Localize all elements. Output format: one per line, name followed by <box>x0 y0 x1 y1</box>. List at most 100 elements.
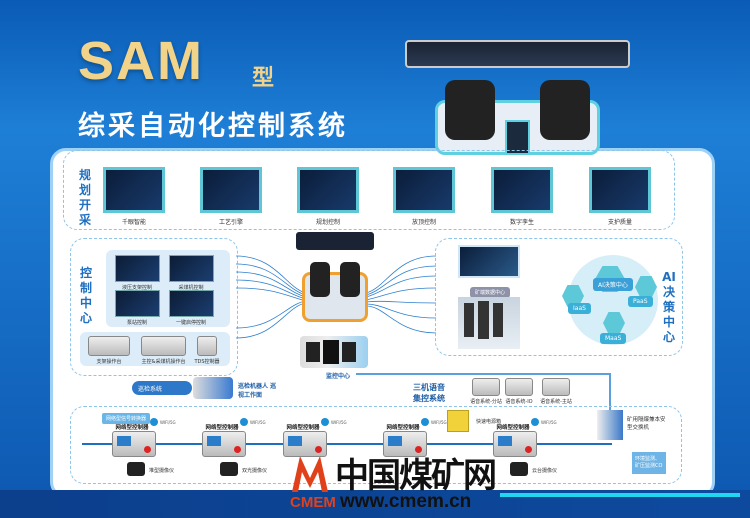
voice-title: 三机语音 集控系统 <box>413 382 445 404</box>
camera-label: 云台摄像仪 <box>532 468 558 474</box>
paas-icon <box>635 276 657 298</box>
watermark-url: www.cmem.cn <box>340 491 472 512</box>
switch-image <box>597 410 623 440</box>
control-screen[interactable] <box>115 290 160 317</box>
control-center-section <box>70 238 238 376</box>
inspection-system-label: 巡检系统 <box>138 386 163 393</box>
wifi-label: WIFI/5G <box>250 420 266 425</box>
controller-screen <box>388 436 402 446</box>
planning-screen-label: 放顶控制 <box>411 219 436 226</box>
network-controller-image <box>383 431 427 457</box>
inspection-robot-image <box>193 377 233 399</box>
control-screen[interactable] <box>169 255 214 282</box>
voice-device-image <box>472 378 500 396</box>
planning-screen[interactable] <box>589 167 651 213</box>
ai-section <box>435 238 683 356</box>
maas-icon <box>603 312 625 334</box>
planning-screen[interactable] <box>491 167 553 213</box>
voice-device-label: 语音系统-主站 <box>540 399 572 405</box>
planning-screen-label: 规划控制 <box>315 219 340 226</box>
network-controller-label: 网络型控制器 <box>286 425 320 431</box>
footer-accent-line <box>500 493 740 497</box>
converter-label: 网络型信号转换器 <box>102 413 151 424</box>
voice-device-image <box>542 378 570 396</box>
controller-screen <box>117 436 131 446</box>
wifi-label: WIFI/5G <box>541 420 557 425</box>
inspection-system-button[interactable]: 巡检系统 <box>132 381 192 395</box>
service-maas: MaaS <box>600 333 627 344</box>
control-screen-label: 液压支架控制 <box>121 285 152 291</box>
wifi-icon <box>421 418 429 426</box>
monitoring-console-image <box>300 336 368 368</box>
camera-label: 双光摄像仪 <box>242 468 268 474</box>
control-screen[interactable] <box>169 290 214 317</box>
console-image <box>197 336 217 356</box>
network-controller-image <box>283 431 327 457</box>
data-center-label: 矿端数据中心 <box>470 287 511 298</box>
ai-center-label: AI决策中心 <box>662 270 676 345</box>
control-screen[interactable] <box>115 255 160 282</box>
field-bus <box>82 443 612 445</box>
planning-screen-label: 工艺引擎 <box>218 219 243 226</box>
network-controller-label: 网络型控制器 <box>496 425 530 431</box>
console-label: 支架操作台 <box>96 359 122 365</box>
planning-screen[interactable] <box>297 167 359 213</box>
power-box-image <box>447 410 469 432</box>
planning-screen[interactable] <box>200 167 262 213</box>
network-controller-image <box>493 431 537 457</box>
data-center-screen <box>458 245 520 278</box>
env-monitor-label: 环境监测、矿压监测CO <box>635 456 663 469</box>
wifi-label: WIFI/5G <box>431 420 447 425</box>
control-screen-label: 采煤机控制 <box>178 285 204 291</box>
iaas-icon <box>562 285 584 307</box>
controller-stop-button <box>315 446 322 453</box>
watermark-logo-text: CMEM <box>290 494 336 511</box>
voice-title-line1: 三机语音 <box>413 383 445 392</box>
control-screen-label: 一键启停控制 <box>175 320 206 326</box>
env-monitor-box: 环境监测、矿压监测CO <box>632 452 666 474</box>
connection-lines <box>236 255 436 339</box>
bus-line <box>356 373 610 375</box>
bus-line <box>609 373 611 413</box>
voice-title-line2: 集控系统 <box>413 394 445 403</box>
power-box-label: 快速电源箱 <box>476 419 502 425</box>
cockpit-image <box>405 40 630 165</box>
camera-icon <box>220 462 238 476</box>
wifi-icon <box>531 418 539 426</box>
network-controller-label: 网络型控制器 <box>205 425 239 431</box>
controller-stop-button <box>234 446 241 453</box>
console-label: TDS控制器 <box>194 359 220 365</box>
planning-screen[interactable] <box>393 167 455 213</box>
wifi-icon <box>240 418 248 426</box>
wifi-label: WIFI/5G <box>331 420 347 425</box>
service-iaas: IaaS <box>568 303 591 314</box>
camera-icon <box>127 462 145 476</box>
controller-stop-button <box>144 446 151 453</box>
network-controller-image <box>202 431 246 457</box>
planning-screen[interactable] <box>103 167 165 213</box>
controller-screen <box>207 436 221 446</box>
server-room-image <box>458 297 520 349</box>
monitoring-label: 监控中心 <box>326 373 351 380</box>
switch-label: 矿用隔爆兼本安型交换机 <box>627 417 666 431</box>
voice-device-label: 语音系统-分站 <box>470 399 502 405</box>
controller-screen <box>288 436 302 446</box>
controller-stop-button <box>525 446 532 453</box>
brand-title: SAM <box>78 31 204 91</box>
service-paas: PaaS <box>628 296 653 307</box>
controller-screen <box>498 436 512 446</box>
camera-icon <box>510 462 528 476</box>
network-controller-image <box>112 431 156 457</box>
voice-device-label: 语音系统-IO <box>505 399 533 405</box>
network-controller-label: 网络型控制器 <box>386 425 420 431</box>
control-center-label: 控制中心 <box>79 266 92 325</box>
page-title: 综采自动化控制系统 <box>78 111 348 142</box>
control-screen-label: 泵站控制 <box>126 320 147 326</box>
inspection-robot-label: 巡检机器人 巡视工作面 <box>238 383 277 399</box>
cockpit-small-image <box>296 232 374 327</box>
camera-label: 堆型摄像仪 <box>149 468 175 474</box>
console-image <box>88 336 130 356</box>
planning-screen-label: 数字孪生 <box>509 219 534 226</box>
brand-suffix: 型 <box>252 66 275 91</box>
planning-label: 规划开采 <box>78 168 91 227</box>
